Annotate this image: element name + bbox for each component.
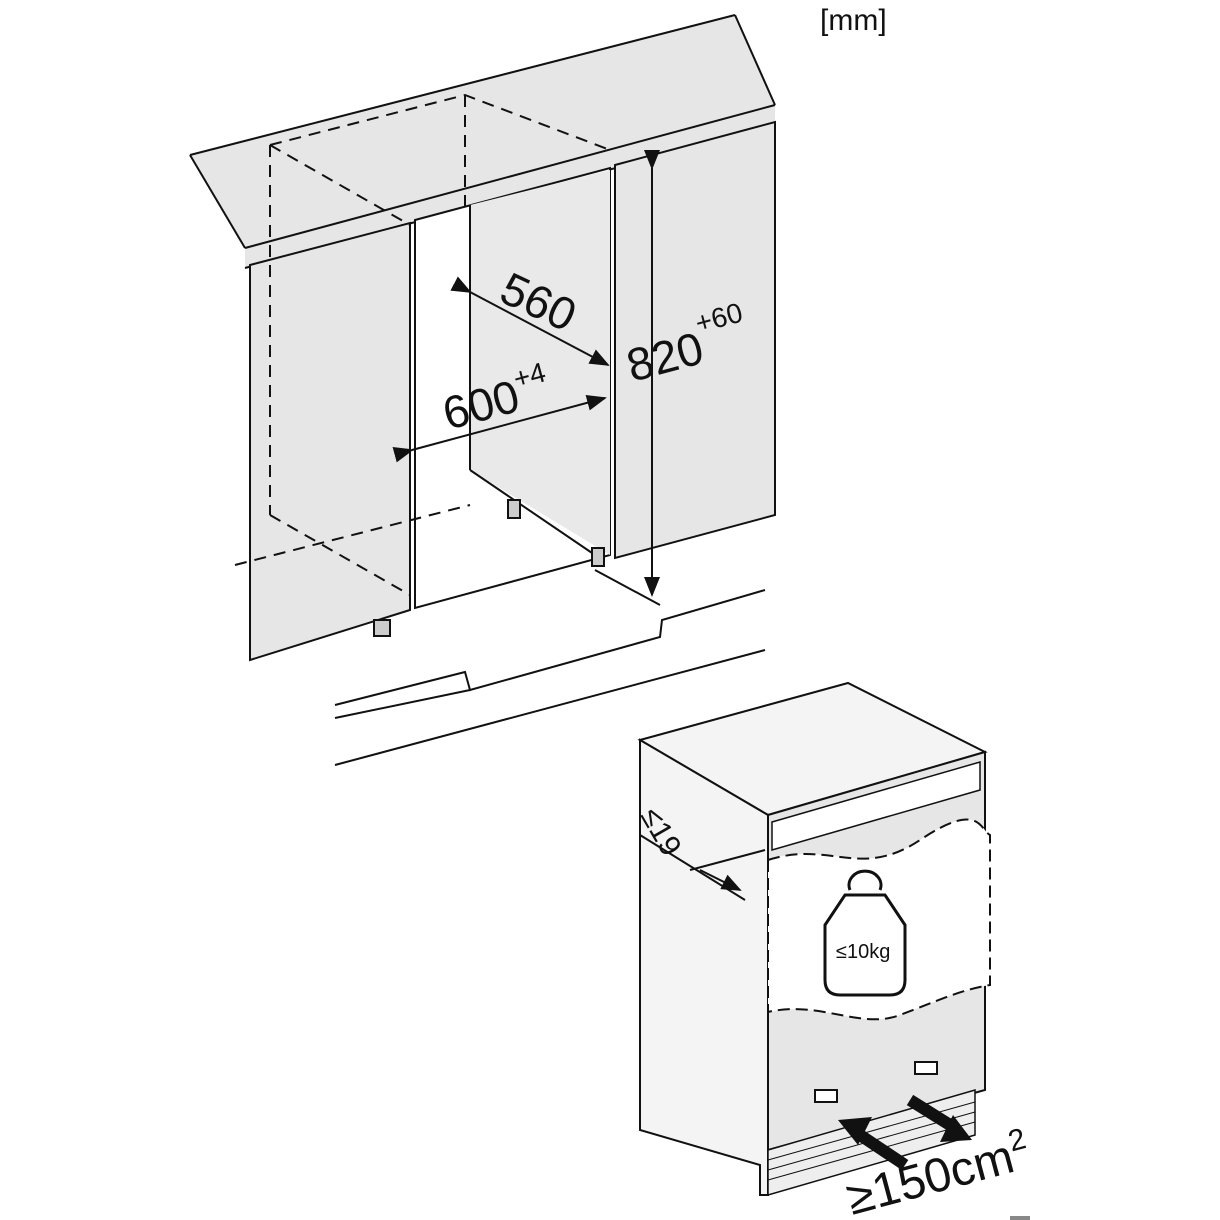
- dimension-lines: [392, 150, 661, 606]
- max-weight-label: ≤10kg: [836, 941, 890, 963]
- corner-mark: [1010, 1216, 1030, 1220]
- left-cabinet: [249, 221, 411, 662]
- gap-dimension: [639, 834, 766, 901]
- ventilation-arrows: [838, 1094, 972, 1170]
- weight-icon: [823, 869, 907, 997]
- hidden-lines: [234, 93, 611, 610]
- unit-label: [mm]: [820, 4, 887, 37]
- plinth: [334, 589, 766, 766]
